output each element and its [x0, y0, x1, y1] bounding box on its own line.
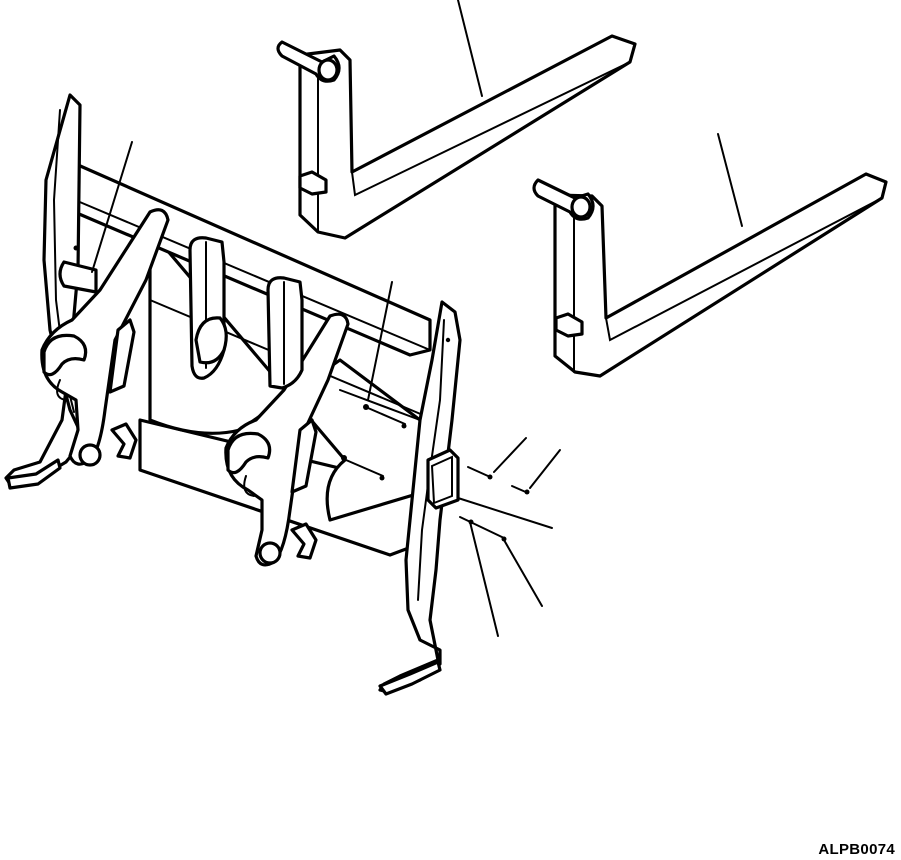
bolts	[341, 404, 530, 542]
clamp-left	[188, 236, 228, 380]
leader-line-plate	[457, 497, 553, 529]
clamp-right	[266, 276, 304, 390]
hook-bracket-right	[224, 312, 350, 567]
fork-upper	[276, 34, 637, 240]
fork-lower	[532, 172, 888, 378]
leader-line-bolt-1	[493, 437, 527, 473]
leader-line-bolt-2	[529, 449, 561, 489]
leader-line-back-plate	[367, 281, 393, 401]
leader-line-upper-fork	[457, 0, 483, 97]
hook-bracket-left	[40, 208, 170, 467]
leader-line-lower-fork	[717, 133, 743, 227]
leader-line-pin	[91, 141, 133, 273]
leader-line-bolt-3	[503, 539, 543, 607]
leader-lines	[91, 0, 743, 637]
leader-line-bolt-4	[469, 521, 499, 637]
figure-reference-code: ALPB0074	[818, 841, 895, 858]
